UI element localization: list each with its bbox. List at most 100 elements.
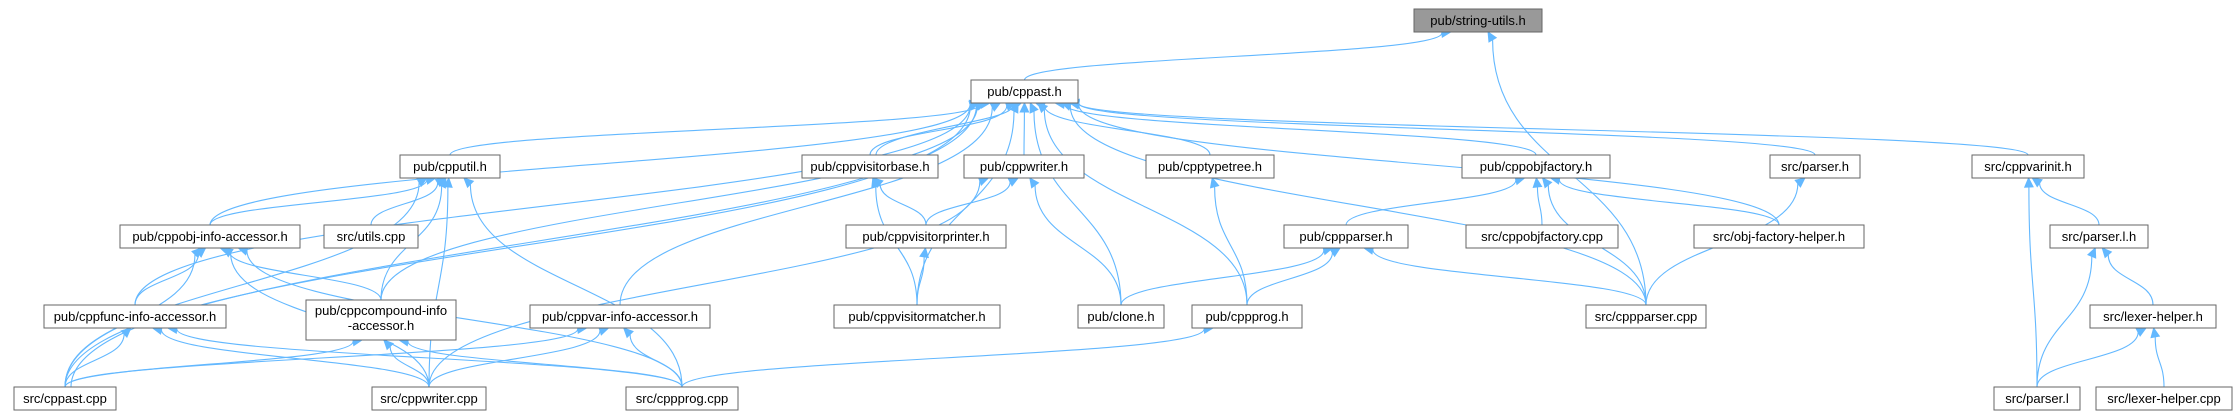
- dependency-edge: [1558, 179, 1780, 226]
- node-label: pub/cppprog.h: [1205, 309, 1288, 324]
- dependency-edge: [879, 183, 927, 226]
- graph-node-parser-h[interactable]: src/parser.h: [1769, 154, 1861, 179]
- node-label: pub/cppwriter.h: [980, 159, 1068, 174]
- dependency-edge: [160, 329, 430, 388]
- dependency-edge: [64, 328, 579, 388]
- arrowhead-icon: [2023, 176, 2034, 188]
- graph-node-cppparser-cpp[interactable]: src/cppparser.cpp: [1585, 304, 1707, 329]
- arrowhead-icon: [1487, 30, 1498, 43]
- dependency-edge: [2036, 332, 2139, 388]
- node-box: [2049, 224, 2149, 249]
- node-box: [399, 154, 501, 179]
- node-box: [970, 79, 1079, 104]
- dependency-edge: [1372, 249, 1647, 306]
- graph-node-cppparser-h[interactable]: pub/cppparser.h: [1283, 224, 1409, 249]
- dependency-edge: [209, 104, 971, 226]
- node-label: pub/cppvisitormatcher.h: [848, 309, 985, 324]
- graph-node-cppfunc-info[interactable]: pub/cppfunc-info-accessor.h: [43, 304, 227, 329]
- node-box: [1693, 224, 1865, 249]
- graph-node-cppcompound-info[interactable]: pub/cppcompound-info-accessor.h: [305, 299, 457, 341]
- graph-node-cppwriter-h[interactable]: pub/cppwriter.h: [963, 154, 1085, 179]
- node-label: src/cppvarinit.h: [1984, 159, 2071, 174]
- node-box: [845, 224, 1007, 249]
- node-label: src/cppobjfactory.cpp: [1481, 229, 1603, 244]
- arrowhead-icon: [1036, 102, 1049, 114]
- dependency-edge: [428, 186, 449, 388]
- graph-node-parser-l[interactable]: src/parser.l: [1993, 386, 2081, 411]
- dependency-edge: [916, 256, 925, 306]
- node-box: [2095, 386, 2233, 411]
- graph-node-cppwriter-cpp[interactable]: src/cppwriter.cpp: [371, 386, 487, 411]
- graph-node-clone-h[interactable]: pub/clone.h: [1077, 304, 1165, 329]
- node-label: pub/cppvisitorbase.h: [810, 159, 929, 174]
- graph-node-cppprog-h[interactable]: pub/cppprog.h: [1191, 304, 1303, 329]
- graph-node-cppvisitorprinter[interactable]: pub/cppvisitorprinter.h: [845, 224, 1007, 249]
- graph-node-obj-factory-helper[interactable]: src/obj-factory-helper.h: [1693, 224, 1865, 249]
- graph-node-cppobjfactory[interactable]: pub/cppobjfactory.h: [1461, 154, 1611, 179]
- graph-node-cppobj-info[interactable]: pub/cppobj-info-accessor.h: [119, 224, 301, 249]
- dependency-edge: [428, 330, 601, 388]
- graph-node-lexer-helper-h[interactable]: src/lexer-helper.h: [2089, 304, 2217, 329]
- arrowhead-icon: [1541, 177, 1553, 189]
- dependency-edge: [1043, 109, 1248, 306]
- dependency-edge: [875, 105, 1014, 156]
- node-box: [2089, 304, 2217, 329]
- dependency-edge: [370, 182, 439, 226]
- dependency-edge: [209, 179, 428, 226]
- arrowhead-icon: [222, 247, 234, 258]
- arrowhead-icon: [919, 246, 929, 259]
- graph-node-utils-cpp[interactable]: src/utils.cpp: [323, 224, 419, 249]
- arrowhead-icon: [1329, 247, 1342, 258]
- graph-node-cpptypetree[interactable]: pub/cpptypetree.h: [1145, 154, 1275, 179]
- dependency-edge: [228, 250, 382, 301]
- dependency-edge: [64, 333, 125, 388]
- dependency-edge: [1023, 32, 1443, 81]
- node-label: src/parser.l: [2005, 391, 2069, 406]
- graph-node-cppvarinit[interactable]: src/cppvarinit.h: [1971, 154, 2085, 179]
- node-label: src/utils.cpp: [337, 229, 406, 244]
- node-label: src/obj-factory-helper.h: [1713, 229, 1845, 244]
- dependency-edge: [1345, 180, 1517, 226]
- dependency-edge: [469, 184, 683, 388]
- arrowhead-icon: [1029, 101, 1039, 114]
- node-box: [1461, 154, 1611, 179]
- graph-node-cppobjfactory-cpp[interactable]: src/cppobjfactory.cpp: [1465, 224, 1619, 249]
- graph-node-cppvar-info[interactable]: pub/cppvar-info-accessor.h: [529, 304, 711, 329]
- graph-node-cpputil[interactable]: pub/cpputil.h: [399, 154, 501, 179]
- dependency-edge: [681, 328, 1205, 388]
- dependency-edge: [134, 105, 971, 306]
- graph-node-lexer-helper-cpp[interactable]: src/lexer-helper.cpp: [2095, 386, 2233, 411]
- graph-node-string-utils[interactable]: pub/string-utils.h: [1413, 8, 1543, 33]
- graph-node-cppast-h[interactable]: pub/cppast.h: [970, 79, 1079, 104]
- node-box: [1191, 304, 1303, 329]
- node-box: [1413, 8, 1543, 33]
- arrowhead-icon: [1029, 177, 1040, 189]
- dependency-edge: [925, 181, 1011, 226]
- graph-node-parser-l-h[interactable]: src/parser.l.h: [2049, 224, 2149, 249]
- arrowhead-icon: [442, 176, 453, 188]
- node-box: [1585, 304, 1707, 329]
- node-box: [833, 304, 1001, 329]
- dependency-edge: [619, 107, 993, 306]
- arrowhead-icon: [463, 177, 475, 189]
- node-box: [371, 386, 487, 411]
- dependency-edge: [2107, 254, 2154, 306]
- arrowhead-icon: [120, 327, 132, 339]
- arrowhead-icon: [2101, 247, 2113, 259]
- graph-node-cppprog-cpp[interactable]: src/cppprog.cpp: [625, 386, 739, 411]
- node-box: [119, 224, 301, 249]
- graph-node-cppvisitorbase[interactable]: pub/cppvisitorbase.h: [801, 154, 939, 179]
- graph-node-cppvisitormatcher[interactable]: pub/cppvisitormatcher.h: [833, 304, 1001, 329]
- arrowhead-icon: [622, 327, 634, 339]
- dependency-edge: [1078, 103, 2029, 156]
- graph-node-cppast-cpp[interactable]: src/cppast.cpp: [13, 386, 117, 411]
- dependency-edge: [629, 334, 683, 388]
- dependency-edge: [1078, 103, 1816, 156]
- node-box: [1465, 224, 1619, 249]
- arrowhead-icon: [1009, 101, 1019, 114]
- node-label: src/cppast.cpp: [23, 391, 107, 406]
- dependency-edge: [1033, 111, 1122, 306]
- node-label: src/cppparser.cpp: [1595, 309, 1698, 324]
- node-box: [43, 304, 227, 329]
